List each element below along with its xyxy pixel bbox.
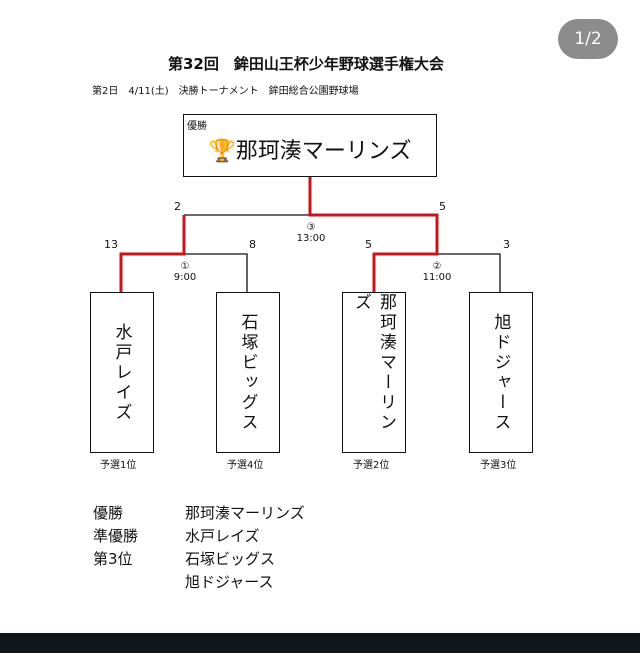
result-team: 水戸レイズ (185, 527, 260, 545)
team-box: 那珂湊マーリンズ (342, 292, 406, 453)
results-list: 優勝 那珂湊マーリンズ 準優勝 水戸レイズ 第3位 石塚ビッグス 旭ドジャース (93, 502, 305, 594)
page-indicator[interactable]: 1/2 (558, 19, 618, 59)
team-rank: 予選2位 (353, 460, 390, 471)
team-box: 水戸レイズ (90, 292, 154, 453)
trophy-icon: 🏆 (208, 139, 236, 164)
team-rank: 予選1位 (100, 460, 137, 471)
champion-box: 優勝 🏆那珂湊マーリンズ (183, 114, 437, 177)
result-row: 第3位 石塚ビッグス (93, 548, 305, 571)
team-name: 那珂湊マーリンズ (351, 293, 396, 433)
result-row: 準優勝 水戸レイズ (93, 525, 305, 548)
team-rank: 予選3位 (480, 460, 517, 471)
result-label: 第3位 (93, 550, 133, 568)
result-team: 那珂湊マーリンズ (185, 504, 305, 522)
match-time: 9:00 (173, 272, 197, 283)
champion-team: 那珂湊マーリンズ (235, 139, 412, 164)
result-row: 優勝 那珂湊マーリンズ (93, 502, 305, 525)
team-rank: 予選4位 (227, 460, 264, 471)
result-label: 優勝 (93, 504, 124, 522)
match-time: 13:00 (296, 233, 326, 244)
match-number: ③ (306, 222, 316, 233)
champion-name: 🏆那珂湊マーリンズ (184, 133, 436, 165)
subtitle: 第2日 4/11(土) 決勝トーナメント 鉾田総合公園野球場 (92, 86, 359, 97)
win-path-final (308, 177, 439, 292)
score: 13 (104, 238, 118, 251)
page-title: 第32回 鉾田山王杯少年野球選手権大会 (168, 55, 444, 73)
team-box: 旭ドジャース (469, 292, 533, 453)
result-label: 準優勝 (93, 527, 139, 545)
team-box: 石塚ビッグス (216, 292, 280, 453)
champion-label: 優勝 (187, 121, 207, 132)
score: 8 (249, 238, 256, 251)
win-path-match1 (119, 215, 186, 292)
result-row: 旭ドジャース (93, 571, 305, 594)
match-time: 11:00 (422, 272, 452, 283)
team-name: 水戸レイズ (111, 322, 132, 423)
team-name: 石塚ビッグス (237, 312, 258, 433)
team-name: 旭ドジャース (490, 312, 511, 433)
bottom-toolbar (0, 633, 640, 653)
result-team: 石塚ビッグス (185, 550, 276, 568)
score: 5 (365, 238, 372, 251)
match-number: ② (432, 261, 442, 272)
score: 5 (439, 200, 446, 213)
result-team: 旭ドジャース (185, 573, 274, 591)
score: 3 (503, 238, 510, 251)
score: 2 (174, 200, 181, 213)
match-number: ① (180, 261, 190, 272)
